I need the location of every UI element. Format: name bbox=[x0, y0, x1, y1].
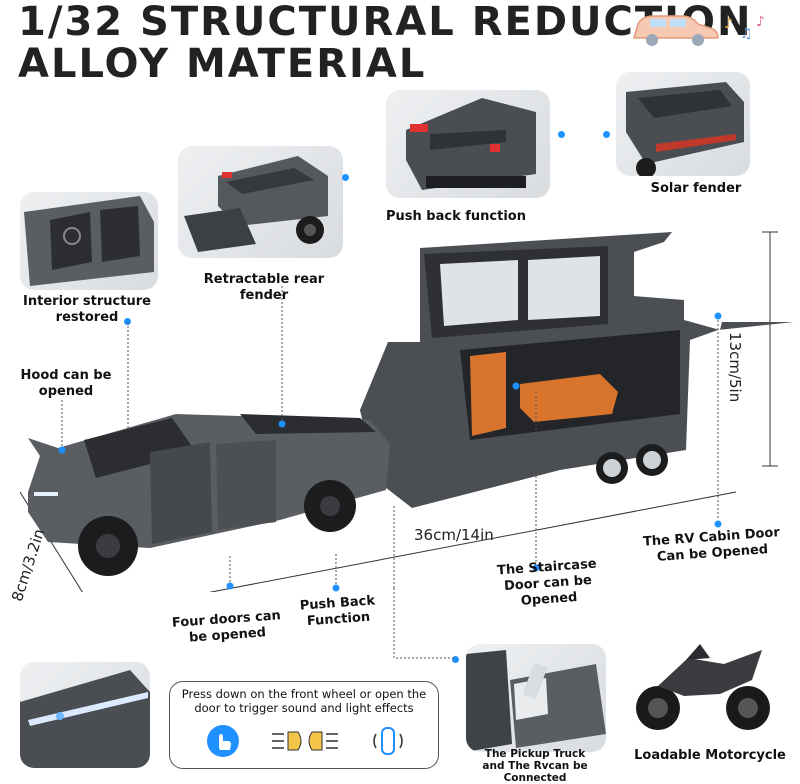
car-music-icon: ♪ ♫ ♪ bbox=[633, 14, 765, 46]
push-back-label: Push Back Function bbox=[299, 593, 376, 630]
sound-light-info-box: Press down on the front wheel or open th… bbox=[169, 681, 439, 769]
pickup-rv-leader bbox=[393, 588, 454, 659]
length-dimension: 36cm/14in bbox=[414, 526, 494, 544]
touch-hand-icon bbox=[207, 725, 239, 757]
height-dimension: 13cm/5in bbox=[726, 332, 744, 403]
hood-label: Hood can be opened bbox=[20, 368, 112, 399]
svg-text:♫: ♫ bbox=[740, 26, 753, 42]
push-back-function-label: Push back function bbox=[386, 209, 526, 224]
pickup-rv-connection-photo bbox=[466, 644, 606, 752]
push-back-dot bbox=[558, 131, 565, 138]
push-back-photo bbox=[386, 90, 550, 198]
pickup-rv-label: The Pickup Truck and The Rvcan be Connec… bbox=[482, 748, 588, 784]
info-text: Press down on the front wheel or open th… bbox=[181, 687, 427, 715]
retractable-fender-photo bbox=[178, 146, 343, 258]
interior-dot bbox=[124, 318, 131, 325]
headlight-icon bbox=[272, 731, 338, 751]
solar-fender-photo bbox=[616, 72, 750, 176]
headlight-photo bbox=[20, 662, 150, 768]
motorcycle-label: Loadable Motorcycle bbox=[634, 748, 786, 763]
motorcycle-image bbox=[636, 644, 770, 730]
interior-photo bbox=[20, 192, 158, 290]
staircase-label: The Staircase Door can be Opened bbox=[496, 556, 598, 609]
four-doors-label: Four doors can be opened bbox=[171, 608, 282, 646]
retractable-fender-dot bbox=[342, 174, 349, 181]
interior-structure-label: Interior structure restored bbox=[23, 294, 151, 325]
retractable-rear-fender-label: Retractable rear fender bbox=[203, 272, 325, 303]
solar-fender-label: Solar fender bbox=[650, 181, 742, 196]
title-line-2: ALLOY MATERIAL bbox=[18, 41, 427, 87]
svg-text:♪: ♪ bbox=[724, 16, 733, 32]
svg-text:♪: ♪ bbox=[756, 14, 765, 30]
car-sound-icon bbox=[373, 727, 403, 755]
pickup-rv-dot bbox=[452, 656, 459, 663]
title-line-1: 1/32 STRUCTURAL REDUCTION bbox=[18, 0, 753, 45]
solar-fender-dot bbox=[603, 131, 610, 138]
truck-rv-illustration bbox=[20, 231, 794, 592]
